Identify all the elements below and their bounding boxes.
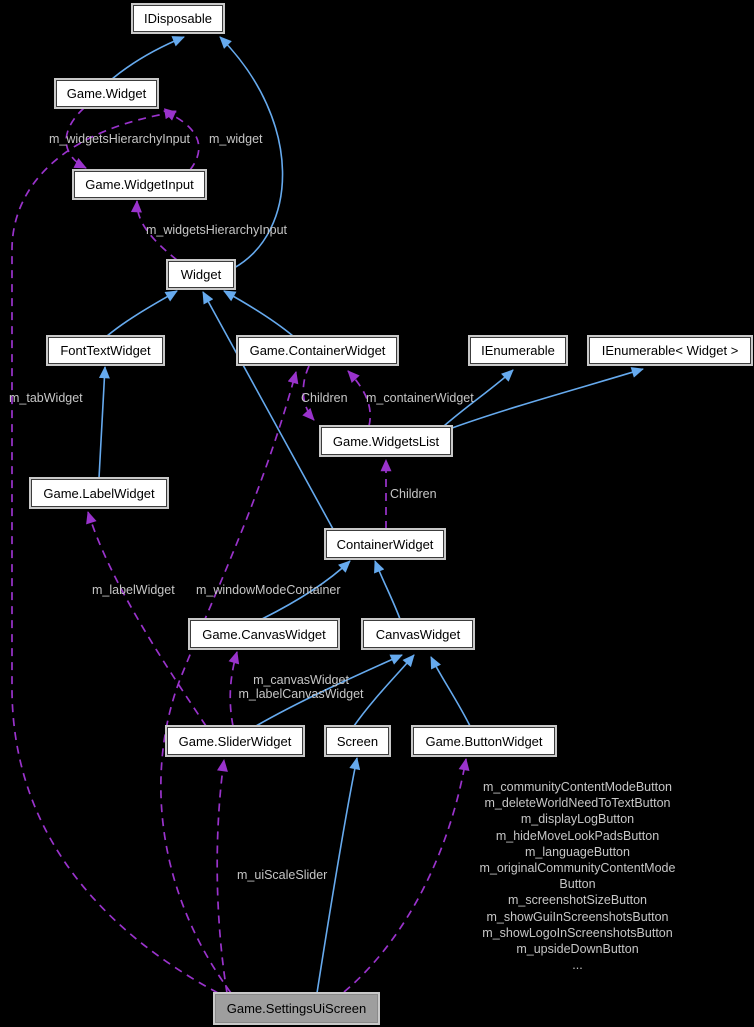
node-containerwidget[interactable]: ContainerWidget [326,530,444,558]
node-screen[interactable]: Screen [326,727,389,755]
node-game-widgetinput[interactable]: Game.WidgetInput [74,171,205,198]
node-game-sliderwidget[interactable]: Game.SliderWidget [167,727,303,755]
node-game-widgetslist[interactable]: Game.WidgetsList [321,427,451,455]
node-ienumerable-widget[interactable]: IEnumerable< Widget > [589,337,751,364]
node-idisposable[interactable]: IDisposable [133,5,223,32]
node-widget[interactable]: Widget [168,261,234,288]
node-fonttextwidget[interactable]: FontTextWidget [48,337,163,364]
node-game-settingsuiscreen-current[interactable]: Game.SettingsUiScreen [215,994,378,1023]
node-game-labelwidget[interactable]: Game.LabelWidget [31,479,167,507]
node-game-canvaswidget[interactable]: Game.CanvasWidget [190,620,338,648]
inheritance-edges [98,36,644,994]
node-game-widget[interactable]: Game.Widget [56,80,157,107]
node-canvaswidget[interactable]: CanvasWidget [363,620,473,648]
node-game-buttonwidget[interactable]: Game.ButtonWidget [413,727,555,755]
node-game-containerwidget[interactable]: Game.ContainerWidget [238,337,397,364]
node-ienumerable[interactable]: IEnumerable [470,337,566,364]
usage-edges [11,107,470,994]
